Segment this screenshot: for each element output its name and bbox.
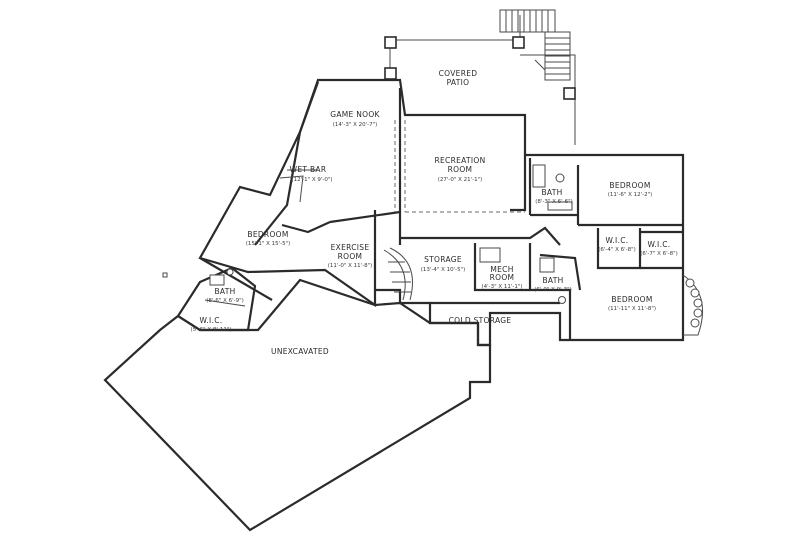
storage-dims: (13'-4" X 10'-5") (421, 267, 466, 273)
vanity (547, 201, 573, 211)
bay-window (682, 274, 704, 336)
wic-west-label: W.I.C. (200, 316, 223, 325)
unexcavated-area (103, 278, 492, 532)
shower (539, 257, 555, 273)
bath-ne-label: BATH (541, 188, 562, 197)
mech-room-dims: (4'-3" X 11'-1") (481, 284, 522, 290)
bathtub (532, 164, 546, 188)
exercise-room-label: EXERCISE (331, 243, 370, 252)
patio-post (563, 87, 576, 100)
mech-room-label-2: ROOM (490, 273, 515, 282)
toilet (555, 173, 565, 183)
bathtub (209, 274, 225, 286)
bedroom-west-dims: (15'-1" X 15'-5") (246, 241, 291, 247)
exterior-stair (499, 9, 571, 81)
covered-patio-structure (384, 15, 576, 145)
bath-ne-dims: (8'-3" X 6'-6") (535, 199, 573, 205)
recreation-room-label: RECREATION (435, 156, 486, 165)
survey-marker (162, 272, 168, 278)
wic-2-dims: (6'-7" X 6'-8") (640, 251, 678, 257)
dashed-openings (394, 120, 525, 213)
recreation-room-dims: (27'-0" X 21'-1") (438, 177, 483, 183)
bedroom-se-dims: (11'-11" X 11'-8") (608, 306, 656, 312)
bath-se-label: BATH (542, 276, 563, 285)
bath-se-dims: (6'-0" X 9'-3") (534, 287, 572, 293)
patio-post (512, 36, 525, 49)
wic-west-dims: (5'-6" X 8'-11") (190, 327, 231, 333)
wic-1-label: W.I.C. (606, 236, 629, 245)
toilet (558, 296, 566, 304)
mech-room-label: MECH (490, 265, 513, 274)
wet-bar-dims: (12'-1" X 9'-0") (291, 177, 332, 183)
covered-patio-label: COVERED (439, 69, 478, 78)
bedroom-west-label: BEDROOM (247, 230, 288, 239)
unexcavated-label: UNEXCAVATED (271, 347, 329, 356)
exterior-wall (199, 257, 273, 301)
room-labels: COVERED PATIO GAME NOOK (14'-3" X 20'-7"… (190, 69, 677, 356)
exercise-room-dims: (11'-0" X 11'-8") (328, 263, 373, 269)
game-nook-dims: (14'-3" X 20'-7") (333, 122, 378, 128)
bedroom-se-label: BEDROOM (611, 295, 652, 304)
bath-west-dims: (8'-6" X 6'-9") (206, 298, 244, 304)
cold-storage-label: COLD STORAGE (449, 316, 512, 325)
recreation-room-label-2: ROOM (448, 165, 473, 174)
west-bath-partition (204, 299, 246, 307)
wet-bar-label: WET BAR (290, 165, 327, 174)
exercise-room-label-2: ROOM (338, 252, 363, 261)
wic-1-dims: (6'-4" X 6'-8") (598, 247, 636, 253)
game-nook-label: GAME NOOK (330, 110, 380, 119)
mechanical-equipment (479, 247, 501, 263)
interior-stair (383, 247, 413, 301)
bath-fixtures (479, 164, 573, 304)
bath-west-label: BATH (214, 287, 235, 296)
toilet (226, 268, 234, 276)
storage-label: STORAGE (424, 255, 462, 264)
bedroom-ne-dims: (11'-6" X 12'-2") (608, 192, 653, 198)
patio-post (384, 36, 397, 49)
interior-walls (254, 81, 683, 340)
patio-post (384, 67, 397, 80)
bedroom-ne-label: BEDROOM (609, 181, 650, 190)
covered-patio-label-2: PATIO (447, 78, 470, 87)
wic-2-label: W.I.C. (648, 240, 671, 249)
